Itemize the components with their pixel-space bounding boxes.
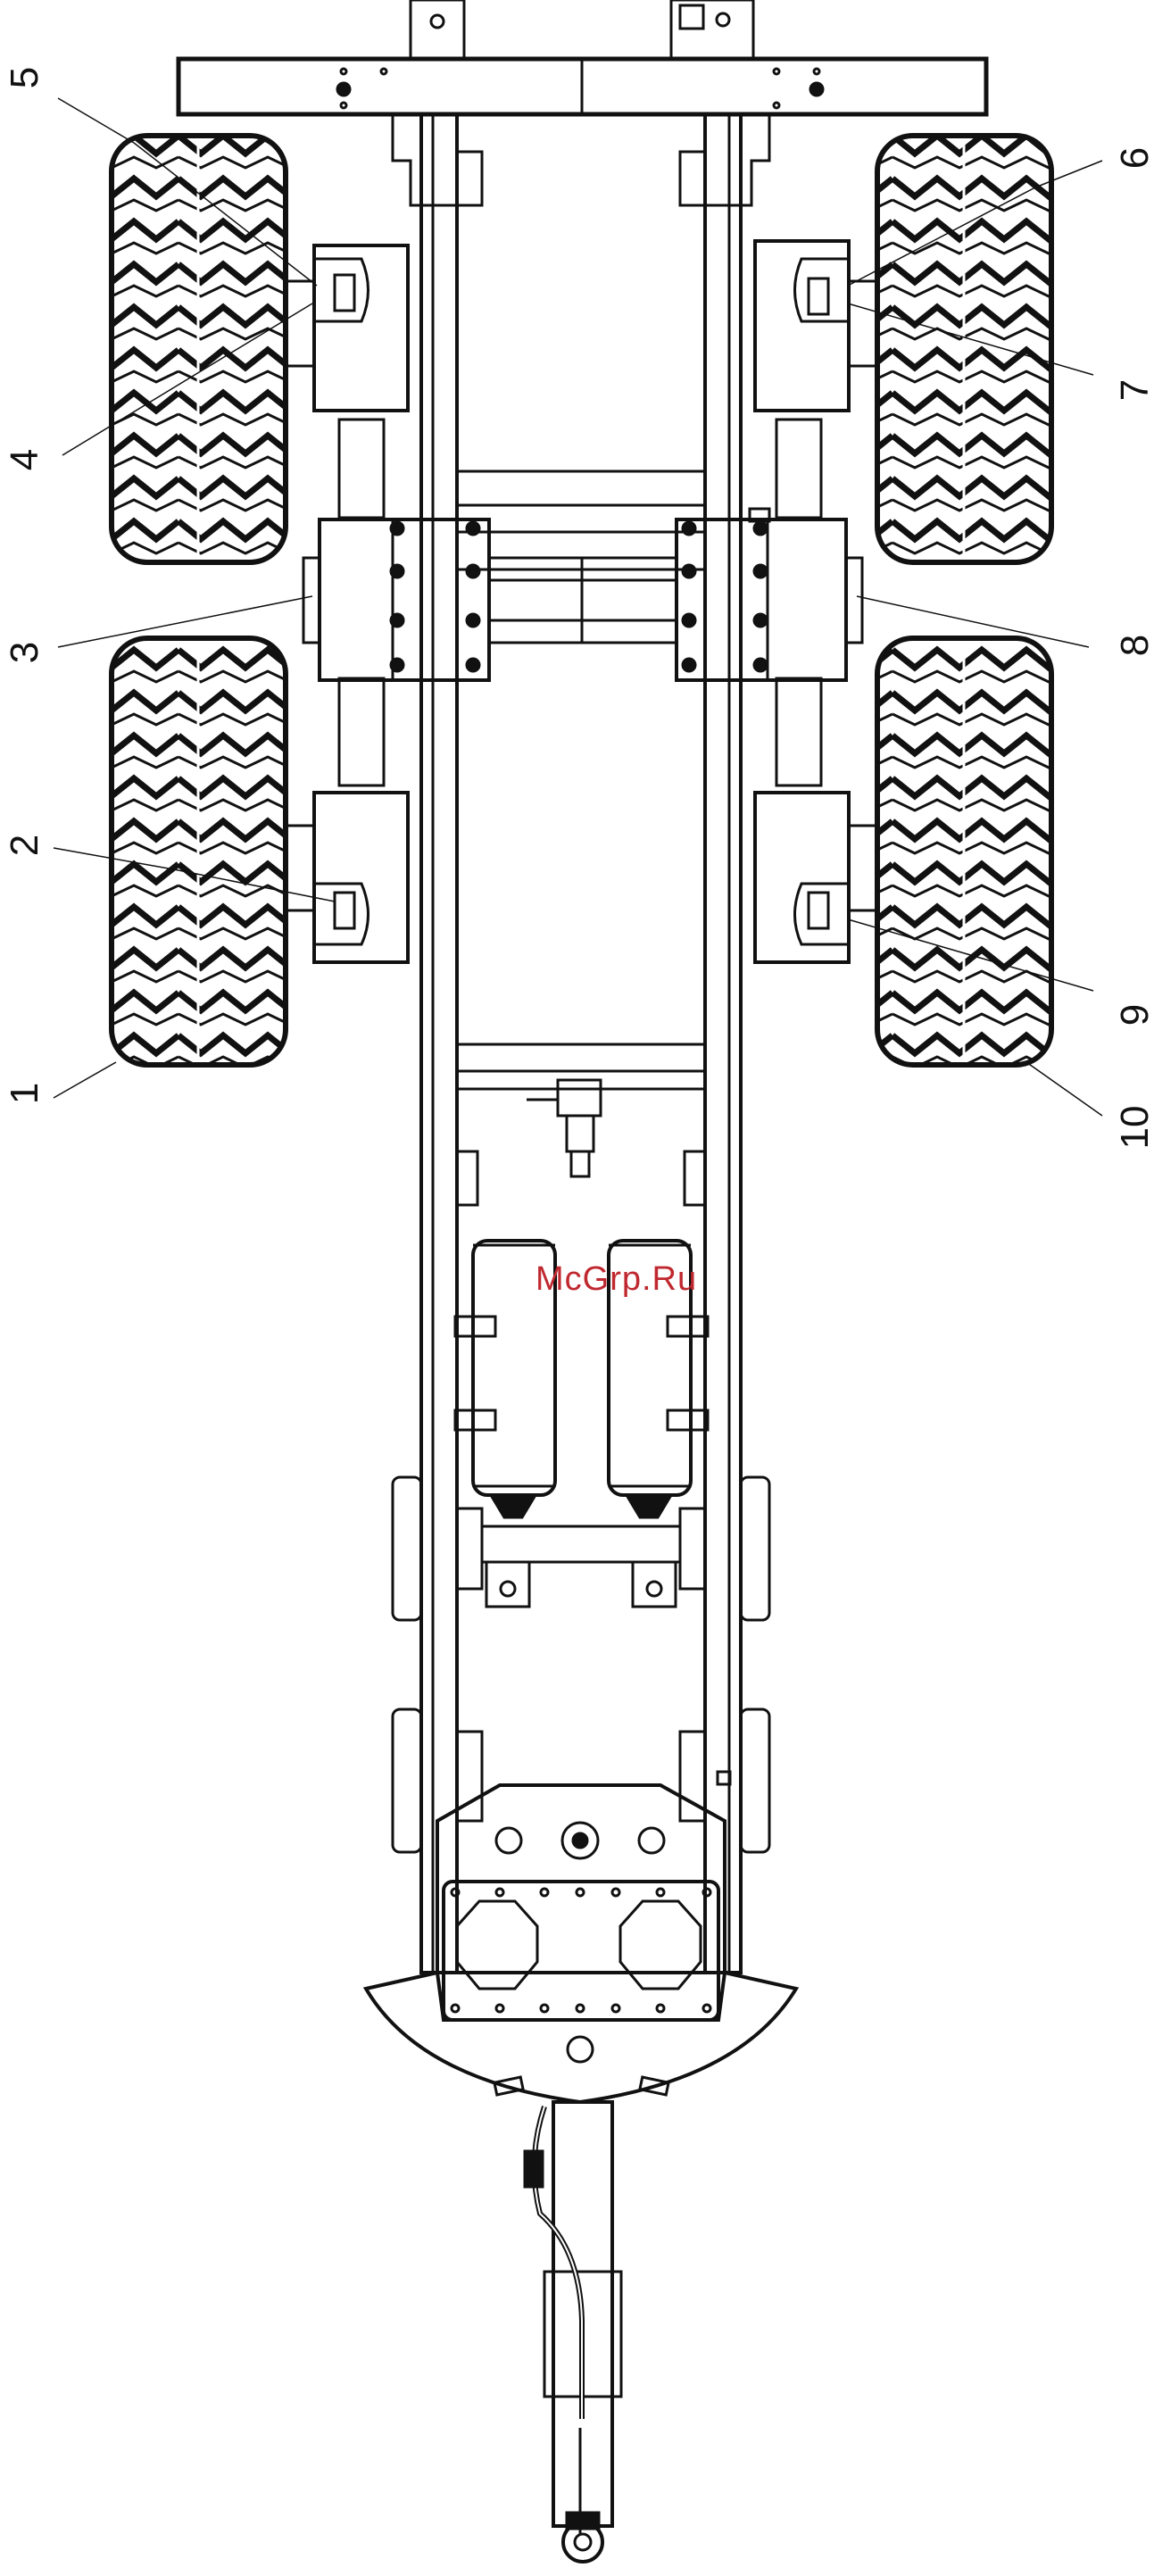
callout-10: 10 (1113, 1092, 1154, 1163)
callout-5: 5 (3, 42, 47, 113)
wheel-front-left (112, 136, 286, 562)
drawbar-plate (437, 1785, 725, 1973)
front-axle-rods (339, 420, 821, 785)
callout-6: 6 (1113, 122, 1154, 194)
wheel-front-right (877, 136, 1051, 562)
callout-4: 4 (3, 424, 47, 495)
frame-rail-right (705, 114, 741, 1973)
cross-member-mid (457, 1044, 705, 1089)
frame-rail-left (421, 114, 457, 1973)
spring-bracket-right-1 (680, 1477, 769, 1620)
bracket-l1 (457, 1151, 477, 1205)
callout-1: 1 (3, 1058, 47, 1129)
hub-rear-right (755, 793, 877, 962)
top-hook-left (411, 0, 464, 59)
bogie-left (303, 519, 489, 680)
wheel-rear-left (112, 638, 286, 1065)
callout-9: 9 (1113, 979, 1154, 1051)
callout-7: 7 (1113, 354, 1154, 426)
hub-rear-left (286, 793, 408, 962)
front-bracket-right (680, 114, 769, 205)
callout-8: 8 (1113, 610, 1154, 681)
callout-2: 2 (3, 810, 47, 881)
spring-bracket-left-1 (393, 1477, 482, 1620)
cross-member-front (457, 471, 705, 569)
bumper-shield (366, 1973, 796, 2102)
callout-3: 3 (3, 617, 47, 688)
lights-panel (444, 1882, 718, 2020)
front-bracket-left (393, 114, 482, 205)
watermark-text: McGrp.Ru (535, 1260, 697, 1299)
hub-front-right (755, 241, 877, 411)
front-crossbeam (178, 59, 986, 114)
top-hook-right (671, 0, 753, 59)
brake-valve (527, 1080, 601, 1176)
wheel-rear-right (877, 638, 1051, 1065)
hub-front-left (286, 245, 408, 411)
rear-crosslink (482, 1526, 680, 1607)
bracket-r1 (685, 1151, 705, 1205)
